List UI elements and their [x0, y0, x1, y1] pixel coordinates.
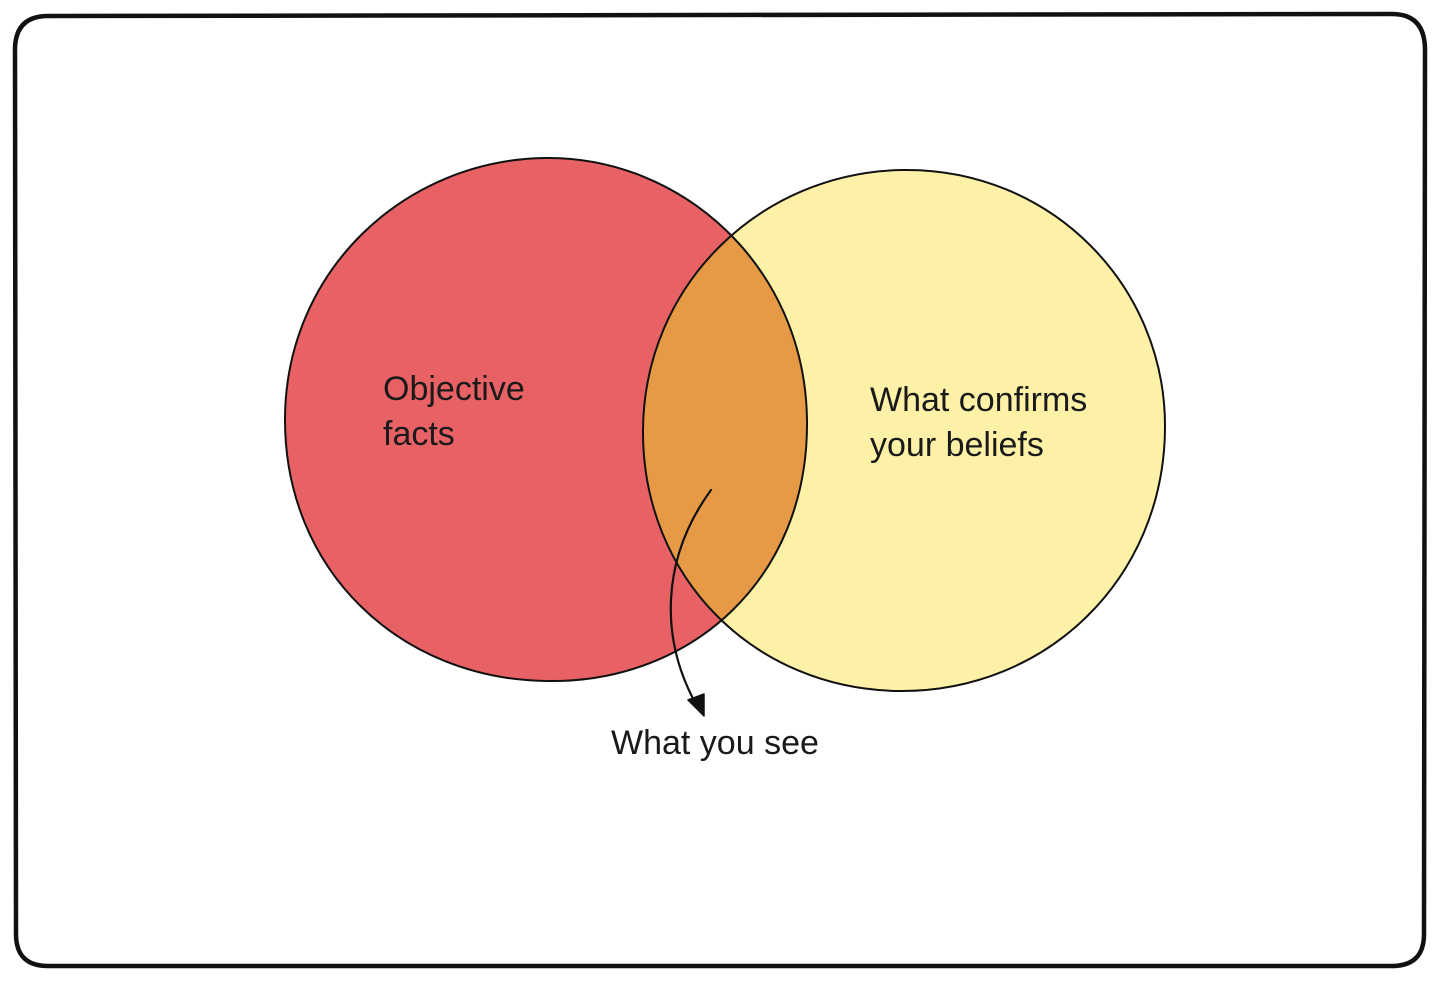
left-circle-label: Objective facts	[383, 370, 534, 453]
right-circle-label: What confirms your beliefs	[870, 381, 1097, 464]
left-circle-outline	[283, 156, 809, 683]
frame-border	[12, 11, 1428, 969]
right-label-line-2: your beliefs	[870, 426, 1044, 464]
left-label-line-2: facts	[383, 415, 455, 453]
left-label-line-1: Objective	[383, 370, 525, 408]
overlap-annotation-label: What you see	[611, 724, 819, 762]
pointer-arrow-line	[669, 488, 713, 708]
pointer-arrowhead	[687, 693, 705, 717]
right-circle-outline	[641, 168, 1167, 693]
right-label-line-1: What confirms	[870, 381, 1087, 419]
